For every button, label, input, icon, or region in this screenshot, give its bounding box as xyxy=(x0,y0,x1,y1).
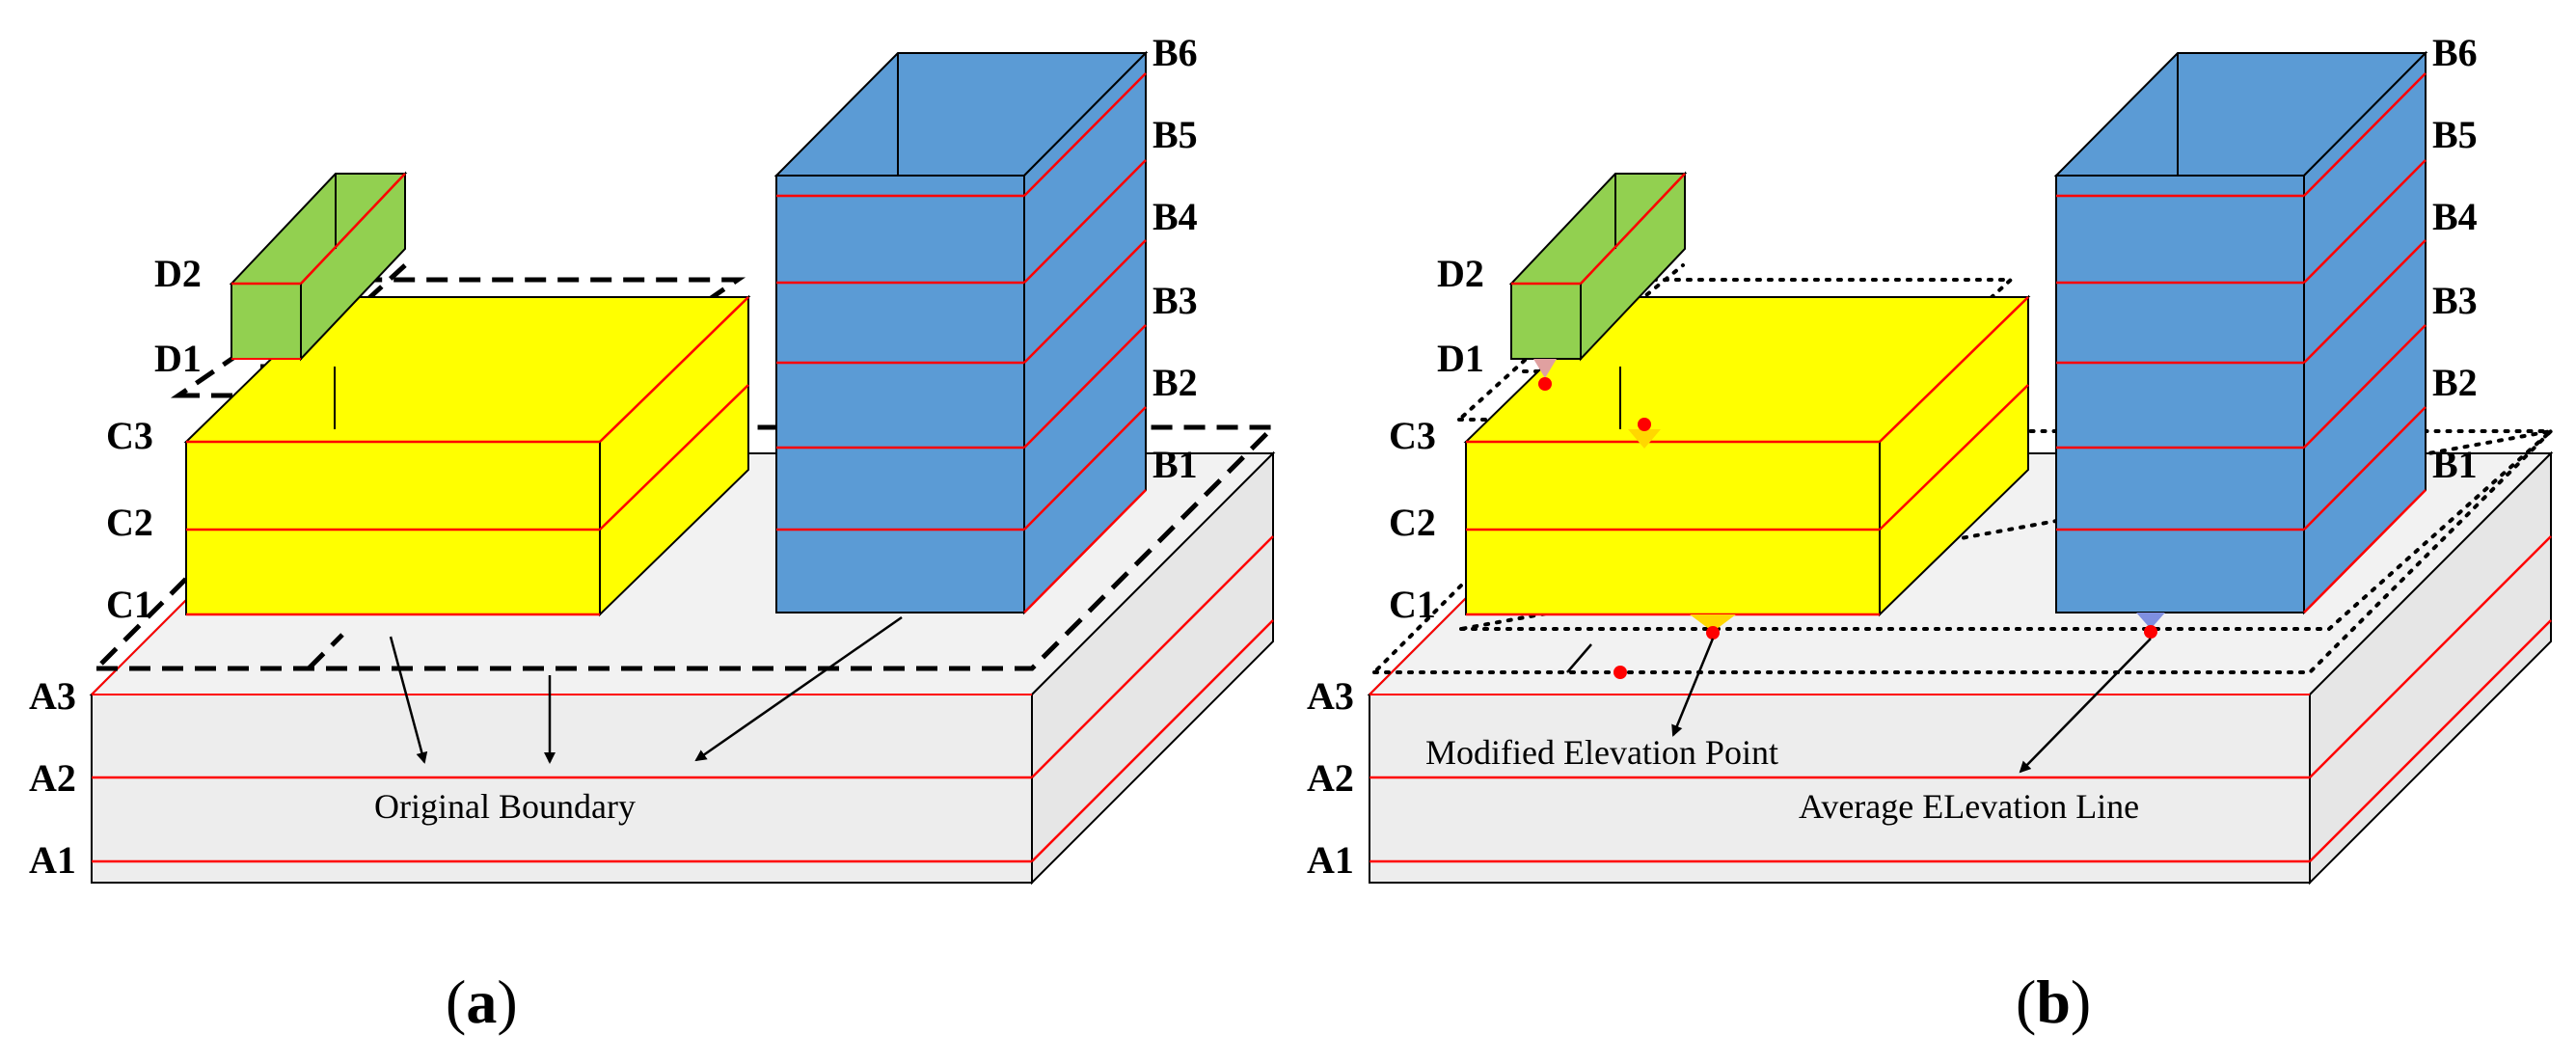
label-B3: B3 xyxy=(2432,279,2478,322)
label-B1: B1 xyxy=(1152,443,1198,486)
blue-tower-b xyxy=(2053,50,2428,629)
annotation-modified-elevation-point: Modified Elevation Point xyxy=(1425,733,1778,772)
green-box-b xyxy=(1508,171,1688,378)
label-C3: C3 xyxy=(106,414,153,457)
elevation-marker xyxy=(1706,626,1720,640)
label-B4: B4 xyxy=(2432,195,2478,238)
label-A3: A3 xyxy=(1307,674,1354,718)
label-B6: B6 xyxy=(1152,31,1198,74)
label-A2: A2 xyxy=(1307,756,1354,800)
elevation-markers xyxy=(1538,377,2157,679)
label-B3: B3 xyxy=(1152,279,1198,322)
annotation-average-elevation-line: Average ELevation Line xyxy=(1799,787,2139,826)
elevation-marker xyxy=(2144,625,2157,639)
arrows-original-boundary xyxy=(389,615,903,764)
label-C3: C3 xyxy=(1389,414,1436,457)
label-B4: B4 xyxy=(1152,195,1198,238)
label-D2: D2 xyxy=(154,252,202,295)
label-C2: C2 xyxy=(1389,501,1436,544)
label-B2: B2 xyxy=(2432,361,2478,404)
elevation-marker xyxy=(1538,377,1552,391)
label-C1: C1 xyxy=(1389,583,1436,626)
level-labels-b: A3 A2 A1 C3 C2 C1 D1 D2 B6 B5 B4 B3 B2 B… xyxy=(1307,31,2478,882)
label-C1: C1 xyxy=(106,583,153,626)
label-A1: A1 xyxy=(29,838,76,882)
annotation-original-boundary: Original Boundary xyxy=(374,787,636,826)
label-D1: D1 xyxy=(1437,337,1484,380)
panel-b: Modified Elevation Point Average ELevati… xyxy=(1307,31,2558,1036)
caption-a: (a) xyxy=(446,968,518,1036)
label-C2: C2 xyxy=(106,501,153,544)
panel-a: Original Boundary A3 A2 A1 C3 C2 C1 D1 D… xyxy=(29,31,1280,1036)
label-B6: B6 xyxy=(2432,31,2478,74)
label-B5: B5 xyxy=(2432,113,2478,156)
label-D2: D2 xyxy=(1437,252,1484,295)
label-A1: A1 xyxy=(1307,838,1354,882)
caption-b: (b) xyxy=(2016,968,2091,1036)
green-box-a xyxy=(229,171,408,362)
label-A3: A3 xyxy=(29,674,76,718)
elevation-marker xyxy=(1638,418,1651,431)
level-labels-a: A3 A2 A1 C3 C2 C1 D1 D2 B6 B5 B4 B3 B2 B… xyxy=(29,31,1198,882)
yellow-block-b xyxy=(1463,294,2031,632)
label-A2: A2 xyxy=(29,756,76,800)
label-B2: B2 xyxy=(1152,361,1198,404)
label-D1: D1 xyxy=(154,337,202,380)
yellow-block-a xyxy=(183,294,751,617)
label-B5: B5 xyxy=(1152,113,1198,156)
blue-tower-a xyxy=(773,50,1149,615)
arrows-b xyxy=(1566,638,2152,774)
elevation-marker xyxy=(1613,666,1627,679)
label-B1: B1 xyxy=(2432,443,2478,486)
